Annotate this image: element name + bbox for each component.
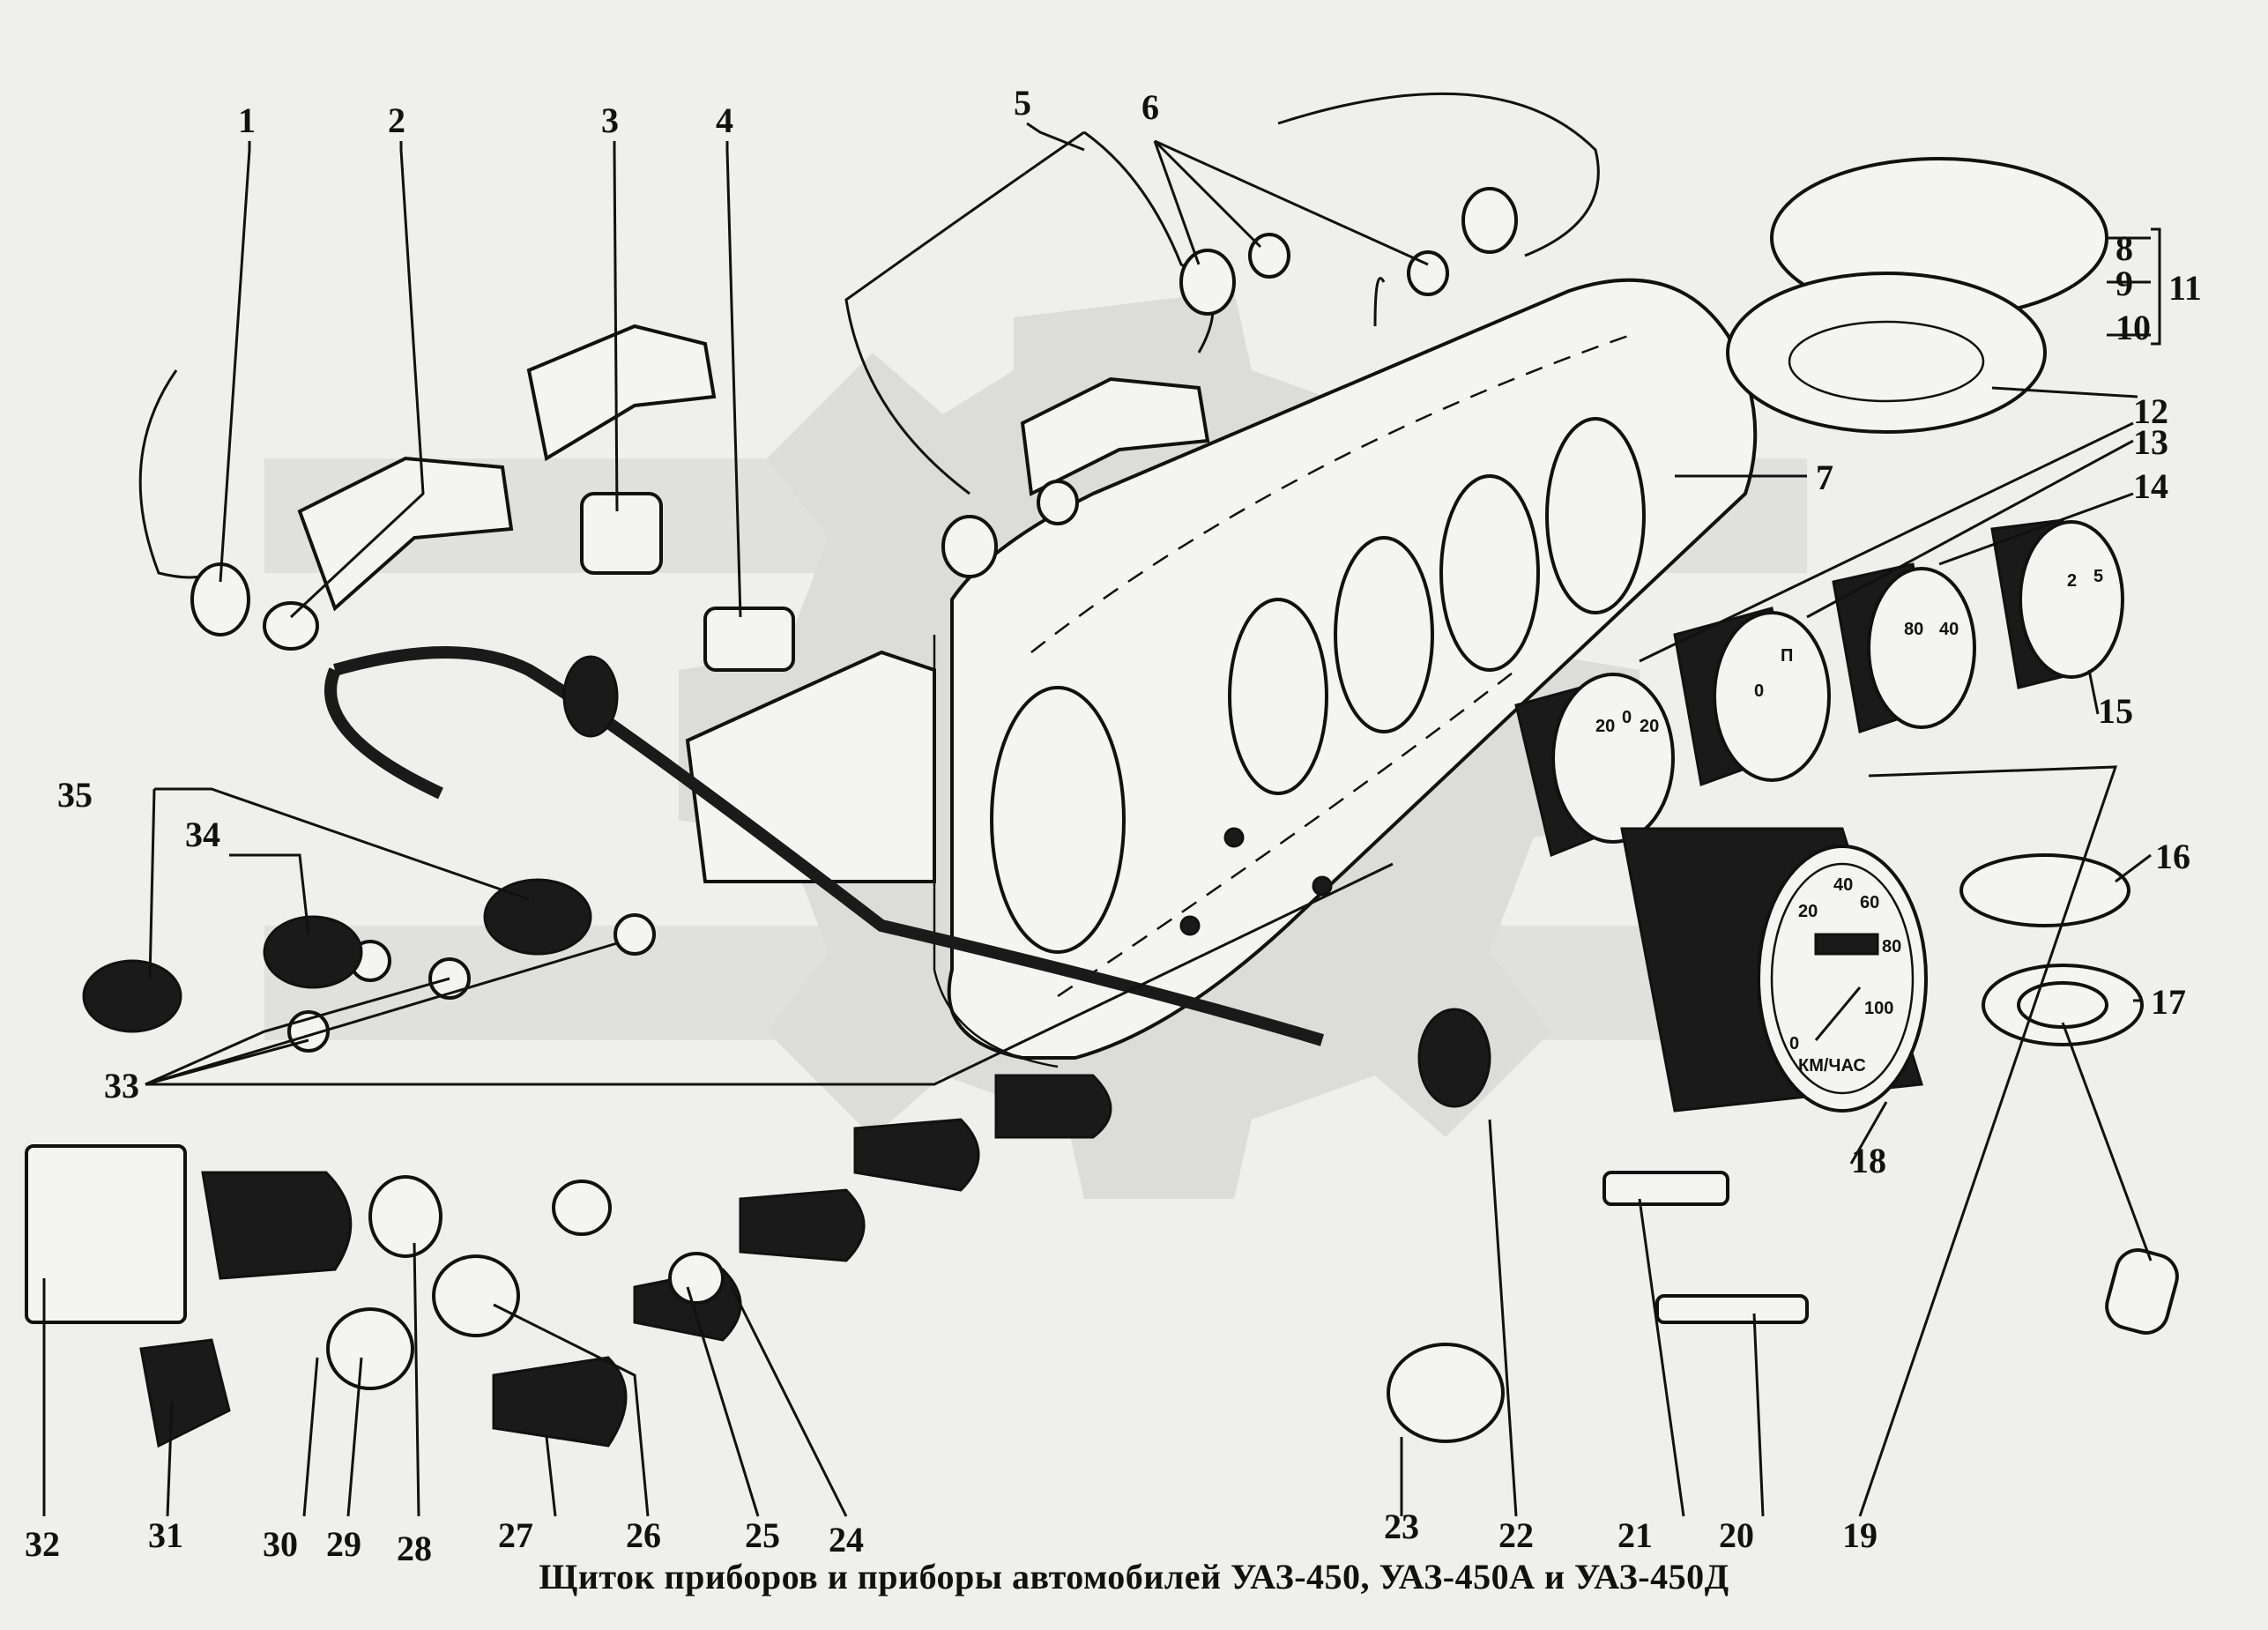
fuel-gauge: П 0: [1673, 607, 1831, 787]
instrument-panel: [933, 278, 1758, 1068]
callout-5: 5: [1014, 83, 1031, 123]
callout-7: 7: [1816, 458, 1833, 497]
callout-27: 27: [498, 1515, 533, 1555]
wire-harness: [138, 92, 1600, 1046]
callout-labels: 1 2 3 4 5 6 7 8 9 10 11 12 13 14 15 16 1…: [25, 83, 2202, 1568]
callout-26: 26: [626, 1515, 661, 1555]
gauge-hole-2: [1334, 536, 1434, 733]
speedometer-tick-20: 20: [1798, 902, 1818, 921]
switches: [82, 492, 795, 1033]
callout-16: 16: [2155, 837, 2190, 876]
gauges: 20 0 20 П 0 80 40 2 5 0 20: [1514, 518, 2124, 1113]
callout-14: 14: [2133, 466, 2168, 506]
fuel-label-2: 0: [1754, 681, 1764, 701]
temp-tick-1: 80: [1904, 620, 1923, 639]
callout-23: 23: [1384, 1507, 1419, 1546]
fuel-label-1: П: [1781, 646, 1793, 666]
knobs: [326, 655, 1505, 1448]
callout-22: 22: [1498, 1515, 1534, 1555]
figure-caption: Щиток приборов и приборы автомобилей УАЗ…: [539, 1557, 1729, 1597]
callout-24: 24: [829, 1520, 864, 1559]
callout-25: 25: [745, 1515, 780, 1555]
callout-32: 32: [25, 1524, 60, 1564]
callout-31: 31: [148, 1515, 183, 1555]
callout-6: 6: [1141, 87, 1159, 127]
ammeter-tick-1: 20: [1595, 717, 1615, 736]
speedometer-tick-100: 100: [1864, 999, 1893, 1018]
speedometer-tick-80: 80: [1882, 937, 1901, 956]
callout-4: 4: [716, 100, 733, 140]
pressure-tick-1: 2: [2067, 571, 2077, 591]
callout-35: 35: [57, 775, 93, 815]
callout-33: 33: [104, 1066, 139, 1105]
callout-19: 19: [1842, 1515, 1878, 1555]
ammeter-gauge: 20 0 20: [1514, 673, 1675, 858]
speedometer-gauge: 0 20 40 60 80 100 КМ/ЧАС: [1620, 827, 1928, 1113]
cover-assembly: [1726, 157, 2179, 1335]
callout-28: 28: [397, 1529, 432, 1568]
gauge-hole-3: [1439, 474, 1540, 672]
callout-10: 10: [2116, 308, 2151, 347]
speedo-hole: [990, 686, 1126, 954]
speedometer-tick-60: 60: [1860, 893, 1879, 912]
callout-18: 18: [1851, 1141, 1886, 1180]
callout-12: 12: [2133, 391, 2168, 431]
callout-34: 34: [185, 815, 220, 854]
callout-2: 2: [388, 100, 405, 140]
temp-tick-2: 40: [1939, 620, 1959, 639]
leader-lines: [42, 122, 2161, 1517]
speedometer-unit: КМ/ЧАС: [1798, 1056, 1866, 1076]
callout-11: 11: [2168, 268, 2202, 308]
callout-13: 13: [2133, 422, 2168, 462]
senders: [1602, 1171, 1809, 1324]
callout-29: 29: [326, 1524, 361, 1564]
callout-17: 17: [2151, 982, 2186, 1022]
ammeter-tick-2: 0: [1622, 708, 1632, 727]
speedometer-tick-0: 0: [1789, 1034, 1799, 1053]
callout-15: 15: [2098, 691, 2133, 731]
pressure-tick-2: 5: [2093, 567, 2103, 586]
ignition-and-relay: [25, 1144, 353, 1448]
callout-3: 3: [601, 100, 619, 140]
temperature-gauge: 80 40: [1832, 562, 1976, 733]
speedometer-tick-40: 40: [1833, 875, 1853, 895]
callout-1: 1: [238, 100, 256, 140]
ammeter-tick-3: 20: [1640, 717, 1659, 736]
gauge-hole-1: [1228, 598, 1328, 795]
callout-30: 30: [263, 1524, 298, 1564]
gauge-hole-4: [1545, 417, 1646, 614]
callout-20: 20: [1719, 1515, 1754, 1555]
callout-8: 8: [2116, 228, 2133, 268]
callout-9: 9: [2116, 264, 2133, 303]
callout-21: 21: [1617, 1515, 1653, 1555]
oil-pressure-gauge: 2 5: [1990, 518, 2124, 689]
